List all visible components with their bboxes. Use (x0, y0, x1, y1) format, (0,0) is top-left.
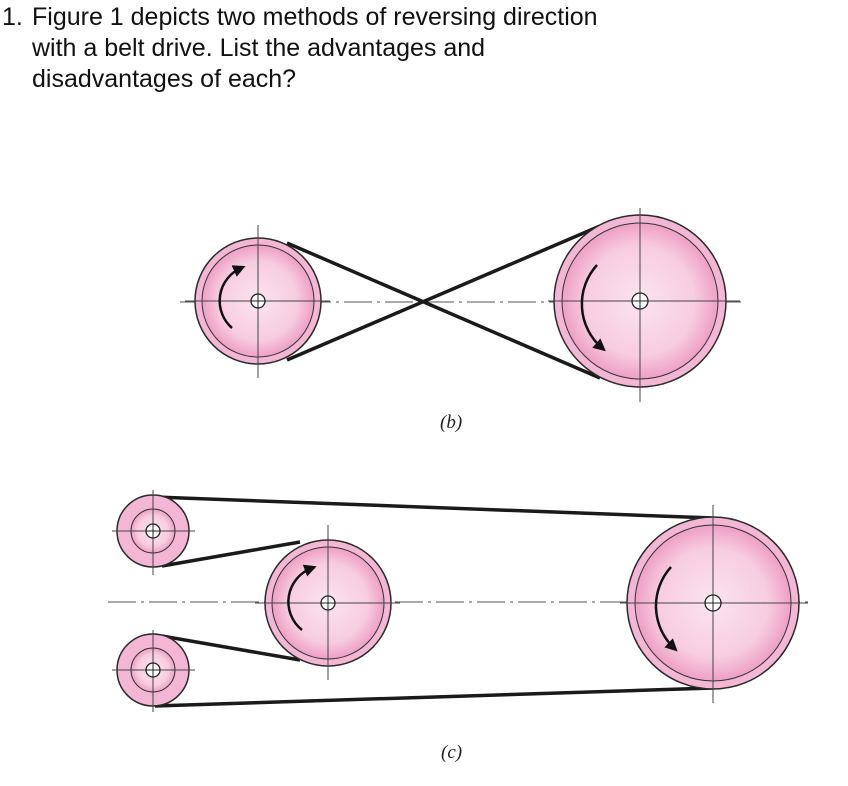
caption-b: (b) (440, 412, 462, 433)
rotation-arrow-icon (287, 564, 317, 631)
idler-pulley-lower (112, 630, 195, 712)
small-pulley-b (185, 225, 330, 378)
large-pulley-c (620, 505, 808, 703)
rotation-arrow-icon (218, 265, 246, 329)
belt-c-lower-inner (161, 634, 301, 662)
rotation-arrow-icon (654, 566, 678, 652)
question-body: Figure 1 depicts two methods of reversin… (32, 3, 598, 93)
belt-b-upper-cross (286, 241, 601, 380)
large-pulley-b (548, 208, 740, 402)
figure-c: (c) (108, 490, 808, 763)
rotation-arrow-icon (580, 264, 606, 352)
belt-c-bottom (154, 686, 714, 708)
belt-b-lower-cross (286, 224, 601, 362)
driver-pulley-c (255, 525, 400, 680)
belt-c-upper-inner (161, 540, 301, 568)
figure-b: (b) (180, 208, 742, 433)
belt-c-top (154, 495, 714, 520)
question-number: 1. (2, 3, 23, 31)
caption-c: (c) (441, 742, 462, 763)
idler-pulley-upper (112, 490, 195, 575)
